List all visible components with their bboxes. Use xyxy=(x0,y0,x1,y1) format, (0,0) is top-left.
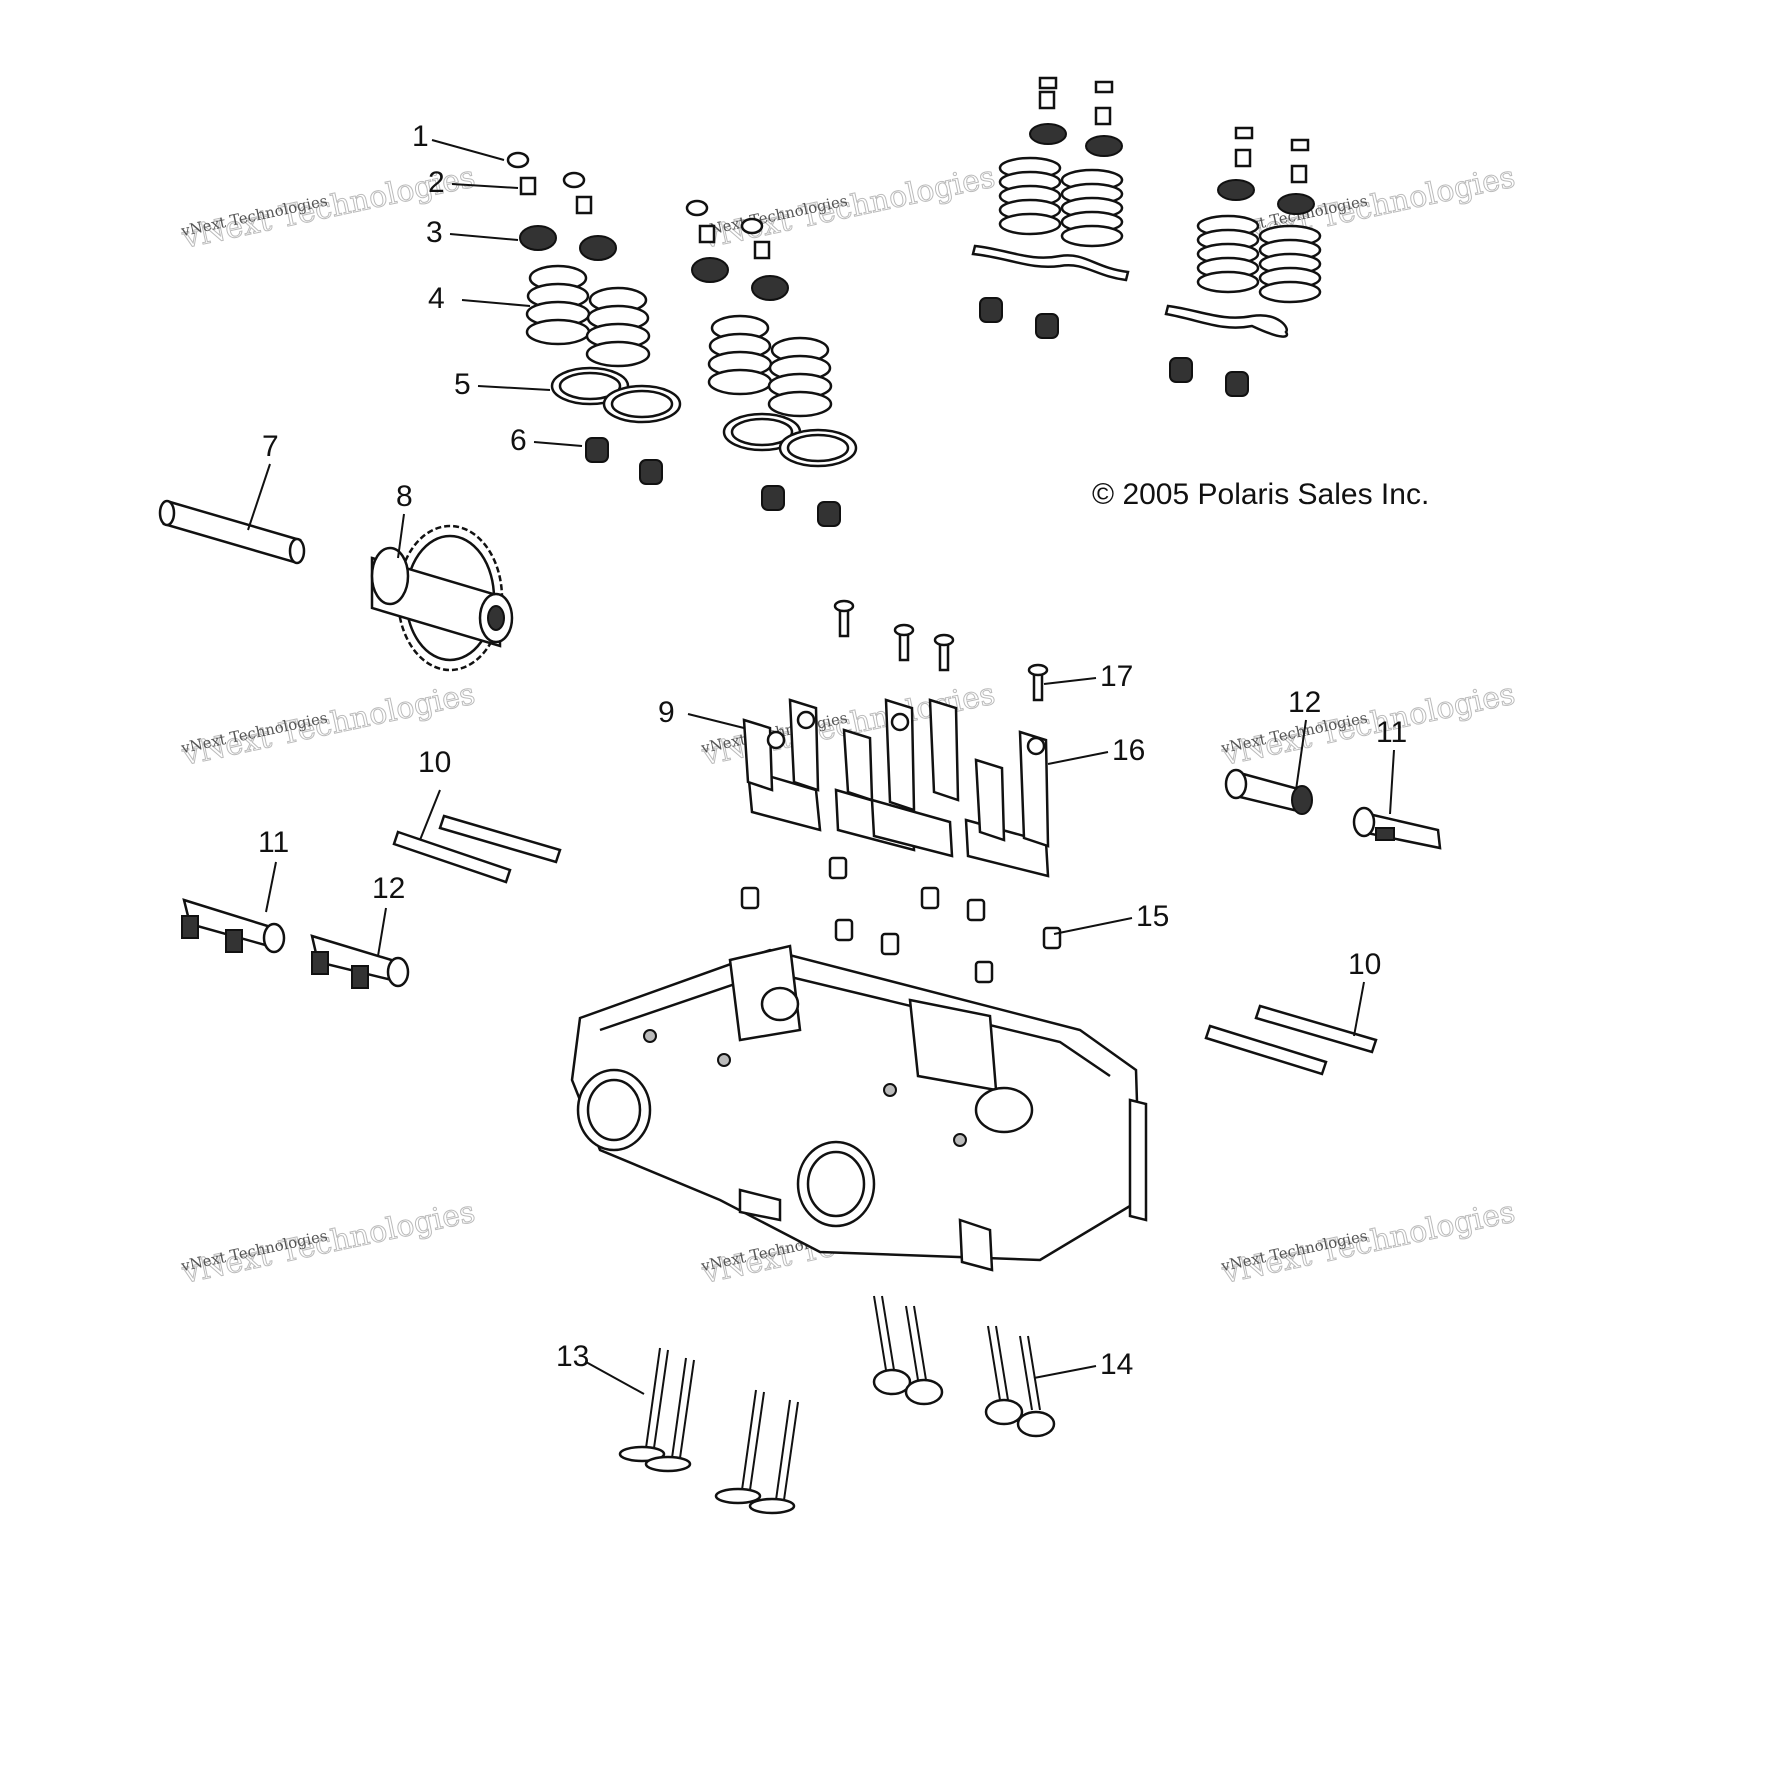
valve-keeper-half xyxy=(1290,164,1308,184)
valve-keeper xyxy=(740,217,764,235)
callout-4: 4 xyxy=(428,282,445,315)
spring-retainer xyxy=(1029,123,1067,145)
callout-9: 9 xyxy=(658,696,675,729)
callout-16: 16 xyxy=(1112,734,1145,767)
spring-retainer xyxy=(1277,193,1315,215)
valve-keeper xyxy=(562,171,586,189)
rocker-shaft xyxy=(392,814,562,884)
valve-train-right xyxy=(971,76,1322,397)
callout-5: 5 xyxy=(454,368,471,401)
watermark: vNext Technologies vNext Technologies xyxy=(178,1194,479,1291)
exhaust-valves xyxy=(872,1295,1056,1438)
valve-train-left xyxy=(506,151,858,527)
valve-spring xyxy=(1060,168,1124,248)
valve-spring xyxy=(1258,224,1322,304)
rocker-arm-assembly xyxy=(1224,768,1313,815)
valve-seal xyxy=(1035,313,1059,339)
callout-13: 13 xyxy=(556,1340,589,1373)
valve-spring xyxy=(585,286,651,368)
valve-keeper-half xyxy=(519,176,537,196)
valve-keeper-half xyxy=(1038,90,1056,110)
valve-keeper-half xyxy=(753,240,771,260)
valve-seal xyxy=(979,297,1003,323)
callout-6: 6 xyxy=(510,424,527,457)
valve-keeper xyxy=(1234,126,1254,140)
callout-12-left: 12 xyxy=(372,872,405,905)
valve-keeper xyxy=(685,199,709,217)
leader-lines xyxy=(247,139,1395,1395)
valve-keeper-half xyxy=(1094,106,1112,126)
camshaft-pin xyxy=(158,499,306,565)
callout-12-right: 12 xyxy=(1288,686,1321,719)
callout-10-right: 10 xyxy=(1348,948,1381,981)
valve-keeper xyxy=(1290,138,1310,152)
spring-retainer xyxy=(519,225,557,251)
watermark: vNext Technologies vNext Technologies xyxy=(698,159,999,256)
callout-11-left: 11 xyxy=(258,826,289,859)
valve-seal xyxy=(639,459,663,485)
spring-retainer xyxy=(1085,135,1123,157)
cylinder-head xyxy=(570,944,1148,1272)
callout-11-right: 11 xyxy=(1376,716,1407,749)
valve-shim-plate xyxy=(971,244,1130,282)
watermark: vNext Technologies vNext Technologies xyxy=(1218,676,1519,773)
callout-14: 14 xyxy=(1100,1348,1133,1381)
callout-1: 1 xyxy=(412,120,429,153)
rocker-shaft xyxy=(1204,1004,1378,1076)
cam-caps xyxy=(742,698,1050,878)
valve-keeper xyxy=(1038,76,1058,90)
valve-seal xyxy=(817,501,841,527)
valve-seal xyxy=(1169,357,1193,383)
rocker-arm-assembly xyxy=(181,898,286,954)
valve-keeper xyxy=(1094,80,1114,94)
cam-cap-bolts xyxy=(833,599,1049,702)
valve-spring xyxy=(1196,214,1260,294)
spring-retainer xyxy=(1217,179,1255,201)
valve-seal xyxy=(585,437,609,463)
valve-keeper-half xyxy=(698,224,716,244)
callout-10-left: 10 xyxy=(418,746,451,779)
callout-17: 17 xyxy=(1100,660,1133,693)
dowel-pins xyxy=(740,856,1062,984)
rocker-arm-assembly xyxy=(310,934,410,989)
valve-spring xyxy=(767,336,833,418)
intake-valves xyxy=(618,1347,799,1515)
callouts: 1 2 3 4 5 6 7 8 9 10 10 11 11 12 12 13 1… xyxy=(258,120,1407,1381)
valve-keeper-half xyxy=(1234,148,1252,168)
valve-seal xyxy=(1225,371,1249,397)
valve-spring xyxy=(998,156,1062,236)
spring-retainer xyxy=(691,257,729,283)
callout-15: 15 xyxy=(1136,900,1169,933)
watermark: vNext Technologies vNext Technologies xyxy=(1218,1194,1519,1291)
copyright-text: © 2005 Polaris Sales Inc. xyxy=(1092,478,1429,511)
callout-3: 3 xyxy=(426,216,443,249)
valve-spring xyxy=(707,314,773,396)
valve-shim-plate xyxy=(1164,304,1289,338)
rocker-arm-assembly xyxy=(1352,806,1442,850)
valve-keeper-half xyxy=(575,195,593,215)
valve-keeper xyxy=(506,151,530,169)
camshaft-sprocket xyxy=(370,524,514,672)
spring-retainer xyxy=(579,235,617,261)
callout-8: 8 xyxy=(396,480,413,513)
callout-2: 2 xyxy=(428,166,445,199)
callout-7: 7 xyxy=(262,430,279,463)
spring-retainer xyxy=(751,275,789,301)
valve-spring xyxy=(525,264,591,346)
valve-seal xyxy=(761,485,785,511)
